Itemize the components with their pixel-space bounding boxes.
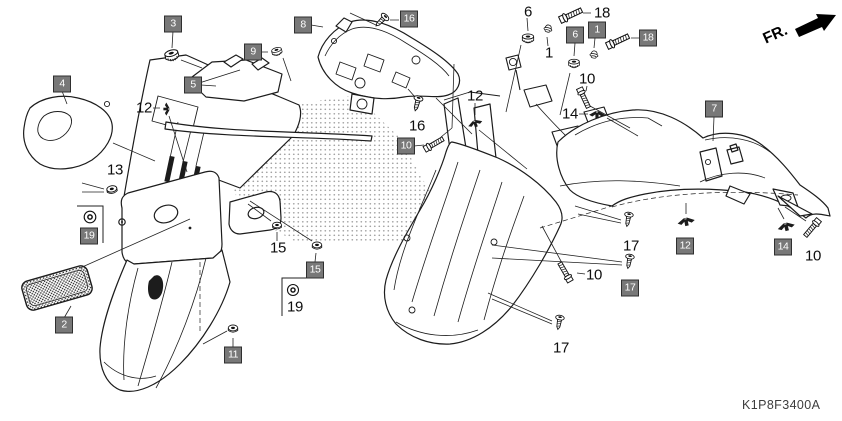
rear-fender-b-line-art (556, 109, 831, 219)
part-code: K1P8F3400A (742, 398, 821, 412)
leader-lines (61, 12, 807, 347)
fender-bracket-line-art (317, 17, 461, 115)
fr-arrow-icon (795, 14, 836, 37)
rear-fender-cover-line-art (187, 54, 283, 102)
reflector-line-art (21, 265, 93, 311)
inner-fender-line-art (383, 91, 563, 345)
side-cover-line-art (23, 95, 113, 170)
